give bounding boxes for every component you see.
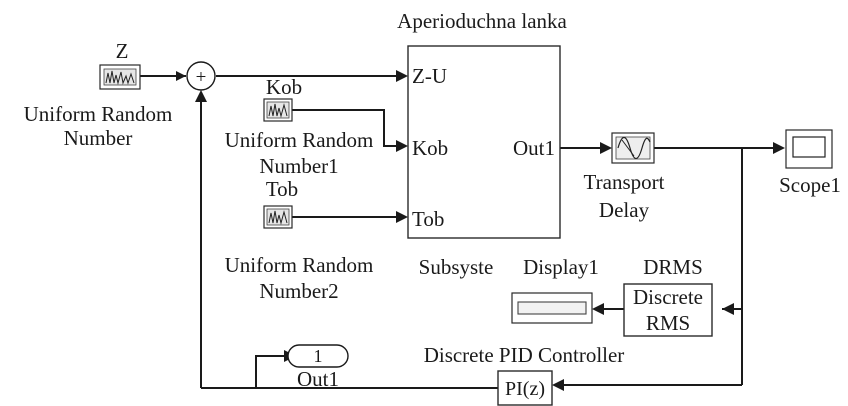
subsystem-port-in2: Kob xyxy=(412,136,448,160)
out1-port-block[interactable]: 1 Out1 xyxy=(287,344,349,391)
delayed-wave-icon xyxy=(617,136,651,160)
urn1-tag: Kob xyxy=(266,75,302,99)
urn-label-line1: Uniform Random xyxy=(24,102,173,126)
scope1-label: Scope1 xyxy=(779,173,841,197)
rms-label-line2: RMS xyxy=(646,311,690,335)
subsystem-port-in3: Tob xyxy=(412,207,444,231)
display-readout xyxy=(517,301,587,315)
random-signal-icon xyxy=(268,103,288,118)
urn-tag: Z xyxy=(116,39,129,63)
urn1-label-line2: Number1 xyxy=(259,154,338,178)
uniform-random-number2-block[interactable]: Tob Uniform Random Number2 xyxy=(225,177,374,303)
urn2-label-line1: Uniform Random xyxy=(225,253,374,277)
uniform-random-number1-block[interactable]: Kob Uniform Random Number1 xyxy=(225,75,374,178)
urn2-tag: Tob xyxy=(266,177,298,201)
transport-delay-label-line1: Transport xyxy=(584,170,665,194)
sum-symbol: + xyxy=(196,67,207,88)
signal-lines xyxy=(140,75,775,389)
urn-label-line2: Number xyxy=(64,126,133,150)
subsystem-block[interactable]: Z-U Kob Tob Out1 Subsyste xyxy=(407,45,561,279)
transport-delay-block[interactable]: Transport Delay xyxy=(584,132,665,222)
discrete-rms-block[interactable]: DRMS Discrete RMS xyxy=(623,255,713,337)
out1-number: 1 xyxy=(314,346,323,366)
scope1-block[interactable]: Scope1 xyxy=(779,129,841,197)
scope-screen-icon xyxy=(792,136,826,158)
display1-label: Display1 xyxy=(523,255,599,279)
random-signal-icon xyxy=(105,70,135,85)
sum-block[interactable]: + xyxy=(186,61,216,91)
transport-delay-label-line2: Delay xyxy=(599,198,650,222)
random-signal-icon xyxy=(268,210,288,225)
urn2-label-line2: Number2 xyxy=(259,279,338,303)
pid-label: Discrete PID Controller xyxy=(424,343,625,367)
rms-label-line1: Discrete xyxy=(633,285,703,309)
uniform-random-number-block[interactable]: Z Uniform Random Number xyxy=(24,39,173,150)
subsystem-name: Subsyste xyxy=(419,255,494,279)
pid-transfer-text: PI(z) xyxy=(505,378,545,400)
rms-tag: DRMS xyxy=(643,255,703,279)
display1-block[interactable]: Display1 xyxy=(511,255,599,324)
discrete-pid-controller-block[interactable]: Discrete PID Controller PI(z) xyxy=(424,343,625,406)
subsystem-port-in1: Z-U xyxy=(412,64,447,88)
subsystem-port-out1: Out1 xyxy=(513,136,555,160)
out1-label: Out1 xyxy=(297,367,339,391)
urn1-label-line1: Uniform Random xyxy=(225,128,374,152)
diagram-title: Aperioduchna lanka xyxy=(397,9,567,33)
